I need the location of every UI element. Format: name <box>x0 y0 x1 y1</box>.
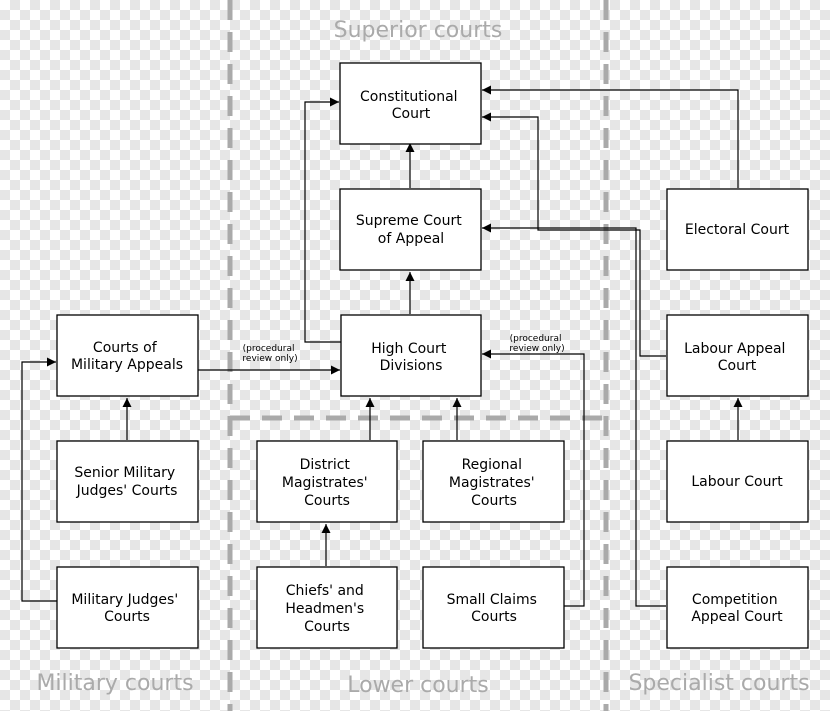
section-label-superior: Superior courts <box>334 18 503 43</box>
court-label: Courts of Military Appeals <box>71 340 183 373</box>
court-labour-appeal: Labour Appeal Court <box>666 314 809 397</box>
court-regional-magistrates: Regional Magistrates' Courts <box>422 440 565 523</box>
section-label-lower: Lower courts <box>347 673 489 698</box>
edge-small-claims-to-high <box>482 349 585 607</box>
court-label: Senior Military Judges' Courts <box>74 465 179 499</box>
edge-high-to-constitutional <box>304 97 341 343</box>
court-label: District Magistrates' Courts <box>282 457 372 509</box>
court-label: Competition Appeal Court <box>691 592 783 625</box>
note-small-claims-procedural-review: (procedural review only) <box>509 334 564 354</box>
court-supreme-appeal: Supreme Court of Appeal <box>339 188 482 271</box>
court-small-claims: Small Claims Courts <box>422 566 565 649</box>
court-label: Chiefs' and Headmen's Courts <box>285 583 368 635</box>
court-label: Labour Court <box>691 474 783 490</box>
section-label-military: Military courts <box>36 671 193 696</box>
edge-competition-to-supreme <box>482 223 666 607</box>
court-competition-appeal: Competition Appeal Court <box>666 566 809 649</box>
court-label: Regional Magistrates' Courts <box>449 457 539 509</box>
court-label: Constitutional Court <box>360 89 462 122</box>
court-district-magistrates: District Magistrates' Courts <box>256 440 398 523</box>
court-label: Small Claims Courts <box>447 592 542 625</box>
section-dividers <box>227 0 609 711</box>
court-high-court: High Court Divisions <box>340 314 482 397</box>
court-label: High Court Divisions <box>371 341 451 374</box>
court-label: Supreme Court of Appeal <box>356 213 466 247</box>
court-senior-military: Senior Military Judges' Courts <box>56 440 199 523</box>
edge-military-judges-to-military-appeals <box>21 357 57 602</box>
edge-labour-appeal-to-constitutional <box>482 112 666 357</box>
court-label: Labour Appeal Court <box>684 341 790 374</box>
edge-electoral-to-constitutional <box>482 85 739 188</box>
court-electoral: Electoral Court <box>666 188 809 271</box>
court-label: Military Judges' Courts <box>71 592 182 625</box>
court-label: Electoral Court <box>685 222 790 238</box>
court-military-judges: Military Judges' Courts <box>56 566 199 649</box>
section-label-specialist: Specialist courts <box>628 671 809 696</box>
connectors <box>21 85 743 607</box>
court-chiefs-headmen: Chiefs' and Headmen's Courts <box>256 566 398 649</box>
note-military-procedural-review: (procedural review only) <box>242 344 297 364</box>
court-military-appeals: Courts of Military Appeals <box>56 314 199 397</box>
court-labour: Labour Court <box>666 440 809 523</box>
court-constitutional: Constitutional Court <box>339 62 482 145</box>
